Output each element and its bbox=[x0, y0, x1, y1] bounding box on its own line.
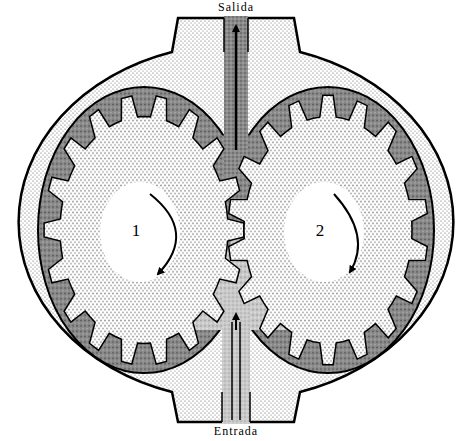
inlet-channel bbox=[222, 290, 250, 424]
outlet-wall bbox=[247, 18, 249, 52]
flow-arrow bbox=[231, 322, 233, 420]
outlet-channel bbox=[224, 16, 248, 176]
inlet-wall bbox=[221, 392, 223, 422]
callout-number: 1 bbox=[132, 222, 141, 241]
inlet-wall bbox=[249, 392, 251, 422]
flow-arrow bbox=[239, 322, 241, 420]
rotation-arrow bbox=[334, 194, 358, 272]
flow-arrow bbox=[235, 26, 238, 150]
outlet-wall bbox=[223, 18, 225, 52]
flow-arrow bbox=[235, 314, 237, 330]
port-label: Salida bbox=[218, 1, 254, 14]
gear-hub bbox=[100, 182, 180, 282]
port-label: Entrada bbox=[214, 425, 258, 438]
gear bbox=[229, 95, 428, 365]
gear-hub bbox=[284, 182, 364, 282]
callout-number: 2 bbox=[316, 222, 325, 241]
rotation-arrow bbox=[150, 194, 176, 274]
gear bbox=[44, 96, 244, 364]
